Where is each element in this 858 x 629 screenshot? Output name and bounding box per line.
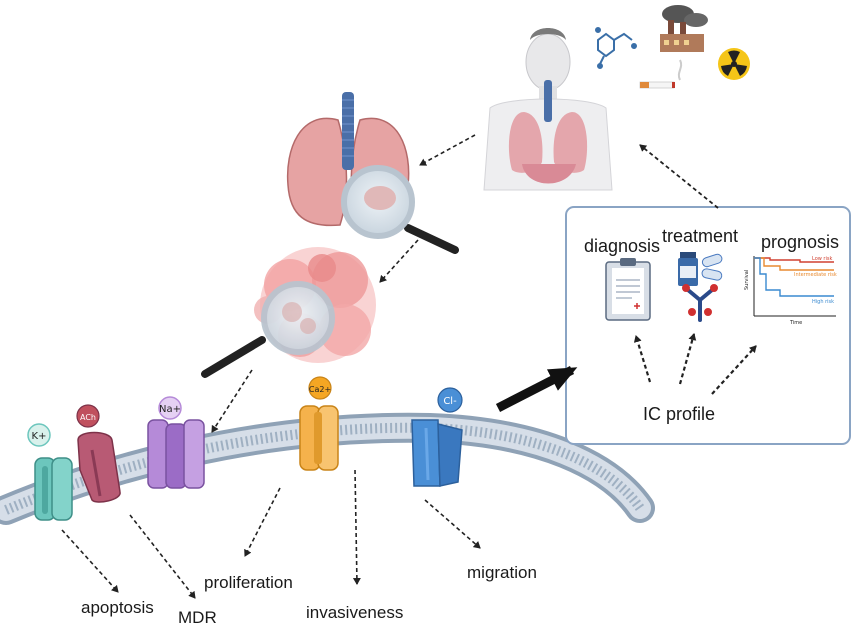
survival-chart-icon: Low risk Intermediate risk High risk Sur… — [744, 256, 837, 326]
capsule-icon — [701, 253, 723, 281]
k-ion-label: K+ — [32, 431, 47, 442]
survival-ylabel: Survival — [744, 270, 750, 290]
invasiveness-label: invasiveness — [306, 603, 404, 622]
ca-ion-bubble — [308, 376, 332, 400]
migration-label: migration — [467, 563, 537, 582]
factory-icon — [660, 5, 708, 52]
ach-ligand — [76, 404, 100, 428]
proliferation-label: proliferation — [204, 573, 293, 592]
k-channel: K+ — [27, 423, 73, 521]
prognosis-label: prognosis — [761, 232, 840, 252]
tumor-to-membrane-arrow — [211, 369, 253, 433]
na-ion-bubble — [158, 396, 182, 420]
outcome-arrows — [61, 469, 481, 599]
high-risk-label: High risk — [812, 299, 834, 305]
chemical-icon — [595, 27, 637, 69]
na-ion-label: Na+ — [159, 404, 181, 415]
cigarette-icon — [639, 59, 683, 89]
mdr-label: MDR — [178, 608, 217, 627]
ca-ion-label: Ca2+ — [309, 385, 331, 394]
ach-label: ACh — [80, 413, 96, 422]
k-ion-bubble — [27, 423, 51, 447]
cl-channel: Cl- — [411, 387, 463, 487]
cl-ion-label: Cl- — [443, 396, 457, 407]
membrane-to-panel-arrow — [495, 365, 578, 413]
na-channel: Na+ — [147, 396, 205, 489]
lungs-to-tumor-arrow — [379, 239, 419, 283]
diagnosis-label: diagnosis — [584, 236, 661, 256]
panel-to-body-arrow — [639, 144, 719, 209]
radiation-icon — [718, 48, 750, 80]
ca-channel: Ca2+ — [299, 376, 339, 471]
apoptosis-label: apoptosis — [81, 598, 154, 617]
pill-bottle-icon — [678, 252, 698, 286]
low-risk-label: Low risk — [812, 256, 832, 262]
cell-membrane — [0, 412, 655, 525]
tumor-magnifier-icon — [201, 281, 335, 378]
cl-ion-bubble — [437, 387, 463, 413]
clipboard-icon — [605, 258, 651, 321]
ic-profile-label: IC profile — [643, 404, 716, 424]
body-to-lungs-arrow — [419, 134, 476, 166]
time-xlabel: Time — [789, 320, 802, 326]
treatment-label: treatment — [662, 226, 739, 246]
antibody-icon — [682, 284, 718, 322]
human-body-icon — [483, 28, 613, 191]
ic-profile-arrows — [633, 333, 757, 395]
ach-receptor: ACh — [76, 404, 121, 503]
magnifier-icon — [341, 165, 459, 254]
intermediate-risk-label: Intermediate risk — [794, 272, 837, 278]
